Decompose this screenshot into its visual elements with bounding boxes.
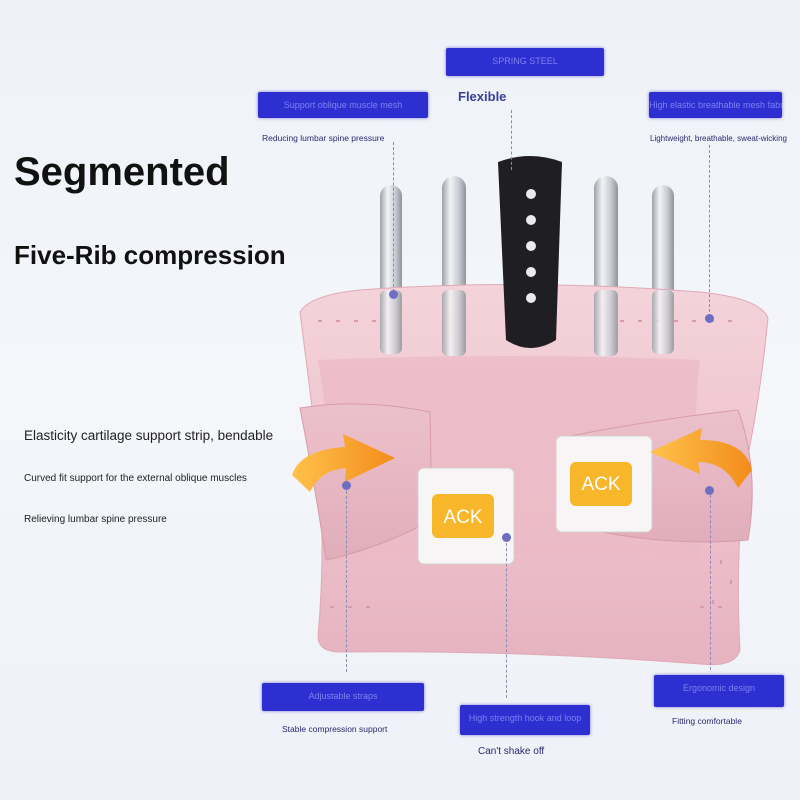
left-logo-bg: [432, 494, 494, 538]
left-arrow: [292, 434, 395, 492]
center-rib: [498, 156, 562, 348]
leader-line: [709, 145, 710, 317]
left-brand-label: ACK: [443, 507, 482, 528]
caption-top-right: Lightweight, breathable, sweat-wicking: [650, 134, 787, 143]
leader-line: [511, 110, 512, 170]
badge-top-center: SPRING STEEL: [446, 48, 604, 76]
leader-line: [506, 538, 507, 698]
badge-bottom-left: Adjustable straps: [262, 683, 424, 711]
caption-bottom-left: Stable compression support: [282, 724, 388, 734]
badge-top-left: Support oblique muscle mesh: [258, 92, 428, 118]
callout-dot: [705, 314, 714, 323]
caption-top-left: Reducing lumbar spine pressure: [262, 133, 385, 143]
callout-dot: [389, 290, 398, 299]
callout-dot: [705, 486, 714, 495]
badge-bottom-right: Ergonomic design: [654, 675, 784, 707]
callout-dot: [342, 481, 351, 490]
feature-oblique-support: Curved fit support for the external obli…: [24, 473, 247, 484]
right-logo-bg: [570, 462, 632, 506]
badge-top-right: High elastic breathable mesh fabric: [649, 92, 782, 118]
page-subtitle: Five-Rib compression: [14, 240, 286, 270]
leader-line: [346, 486, 347, 672]
caption-top-center: Flexible: [458, 89, 507, 104]
leader-line: [393, 142, 394, 292]
caption-bottom-center: Can't shake off: [478, 746, 545, 757]
leader-line: [710, 490, 711, 670]
feature-lumbar-relief: Relieving lumbar spine pressure: [24, 514, 167, 525]
badge-bottom-center: High strength hook and loop: [460, 705, 590, 735]
callout-dot: [502, 533, 511, 542]
right-arrow: [650, 428, 752, 488]
page-title: Segmented: [14, 150, 230, 194]
caption-bottom-right: Fitting comfortable: [672, 716, 742, 726]
feature-cartilage-strip: Elasticity cartilage support strip, bend…: [24, 428, 274, 443]
right-brand-label: ACK: [581, 474, 620, 495]
